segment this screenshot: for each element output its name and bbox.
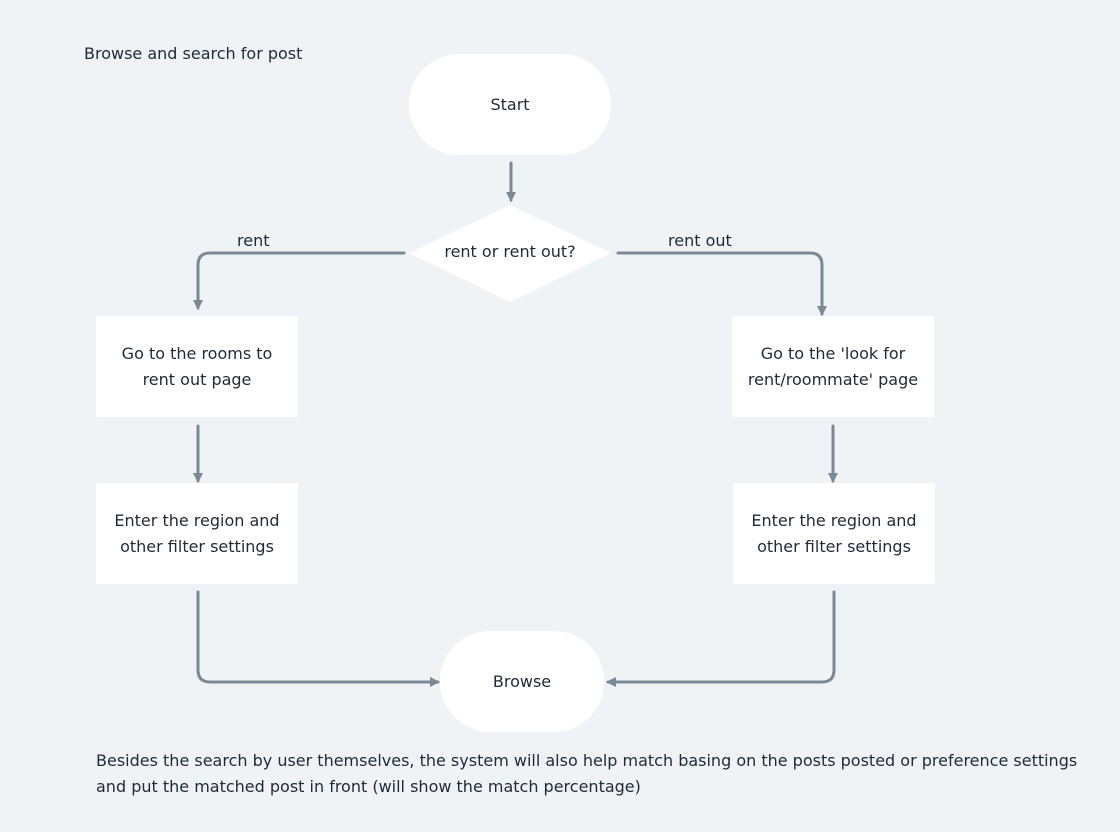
start-node: Start (409, 54, 611, 155)
diagram-title: Browse and search for post (84, 44, 303, 63)
node-line: Go to the rooms to (121, 343, 273, 363)
node-line: Enter the region and (114, 510, 280, 530)
edge-label-rent-out: rent out (668, 231, 732, 250)
arrow-left-step2-to-browse (196, 590, 440, 687)
edge-label-rent: rent (237, 231, 270, 250)
node-line: other filter settings (757, 536, 911, 556)
node-line: rent out page (142, 369, 252, 389)
node-left-enter-region: Enter the region and other filter settin… (96, 483, 298, 584)
arrow-right-step2-to-browse (606, 590, 836, 687)
node-line: rent/roommate' page (747, 369, 919, 389)
browse-node: Browse (440, 631, 604, 732)
decision-label: rent or rent out? (444, 242, 576, 261)
diagram-note: Besides the search by user themselves, t… (96, 751, 1078, 796)
arrow-decision-to-left (193, 251, 406, 310)
node-look-for-rent-roommate: Go to the 'look for rent/roommate' page (732, 316, 934, 417)
node-line: Enter the region and (751, 510, 917, 530)
browse-label: Browse (492, 671, 552, 691)
node-line: other filter settings (120, 536, 274, 556)
node-line: Go to the 'look for (760, 343, 906, 363)
node-rooms-to-rent-out: Go to the rooms to rent out page (96, 316, 298, 417)
start-label: Start (490, 94, 530, 114)
arrow-decision-to-right (616, 251, 827, 316)
decision-diamond (409, 205, 611, 302)
node-right-enter-region: Enter the region and other filter settin… (733, 483, 935, 584)
